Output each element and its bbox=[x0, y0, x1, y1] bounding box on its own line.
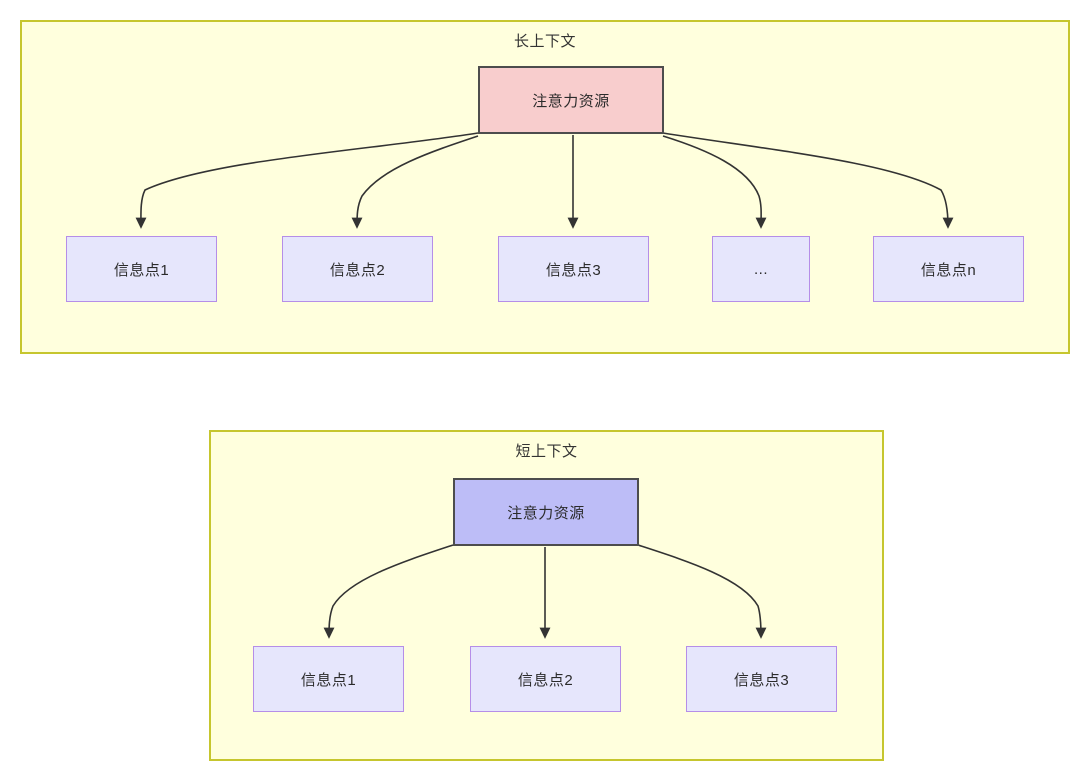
node-long-attention-resource[interactable]: 注意力资源 bbox=[478, 66, 664, 134]
node-short-attention-resource[interactable]: 注意力资源 bbox=[453, 478, 639, 546]
node-long-info-n[interactable]: 信息点n bbox=[873, 236, 1024, 302]
node-long-info-2[interactable]: 信息点2 bbox=[282, 236, 433, 302]
node-long-info-ellipsis[interactable]: ... bbox=[712, 236, 810, 302]
node-long-info-3[interactable]: 信息点3 bbox=[498, 236, 649, 302]
node-short-info-2[interactable]: 信息点2 bbox=[470, 646, 621, 712]
node-short-info-1[interactable]: 信息点1 bbox=[253, 646, 404, 712]
panel-long-context-title: 长上下文 bbox=[513, 33, 576, 50]
node-short-info-3[interactable]: 信息点3 bbox=[686, 646, 837, 712]
node-long-info-1[interactable]: 信息点1 bbox=[66, 236, 217, 302]
panel-short-context-title: 短上下文 bbox=[515, 443, 578, 460]
